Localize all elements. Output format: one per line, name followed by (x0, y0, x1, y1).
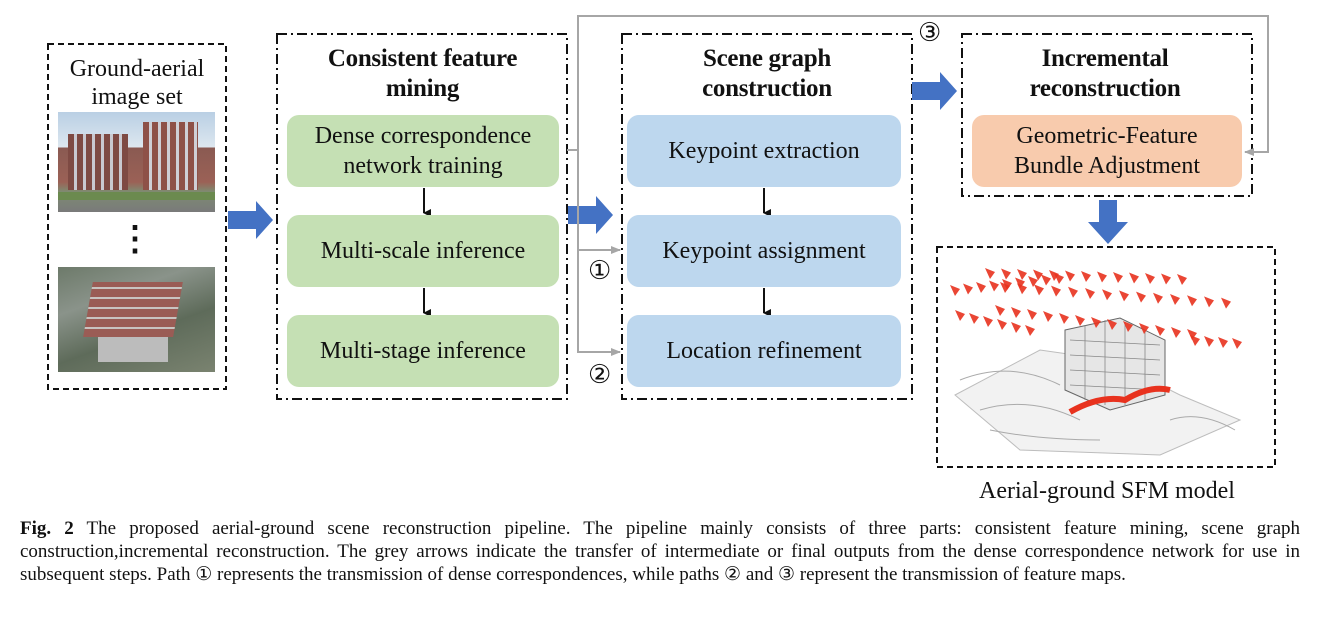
camera-frustum (1161, 273, 1171, 285)
multi-stage-inference-box: Multi-stage inference (287, 315, 559, 387)
camera-frustum (1177, 274, 1187, 285)
stage1-panel (276, 33, 568, 400)
figure-number: Fig. 2 (20, 518, 74, 539)
camera-frustum (1155, 325, 1165, 336)
camera-frustum (1065, 270, 1075, 282)
camera-frustum (1034, 284, 1044, 296)
camera-frustum (1187, 295, 1197, 307)
camera-frustum (1028, 276, 1038, 287)
camera-frustum (1011, 307, 1021, 318)
ground-photo (58, 112, 215, 212)
camera-frustum (1171, 327, 1181, 338)
camera-frustum (1027, 309, 1037, 320)
camera-frustum (997, 319, 1007, 330)
camera-frustum (1043, 311, 1053, 322)
aerial-photo (58, 267, 215, 372)
camera-frustum (1102, 289, 1112, 301)
camera-frustum (1097, 271, 1107, 283)
camera-frustum (1081, 271, 1091, 282)
stage3-panel (961, 33, 1253, 197)
camera-frustum (983, 316, 993, 327)
stage2-panel (621, 33, 913, 400)
blue-arrow-4 (1088, 200, 1128, 244)
camera-frustum (1204, 336, 1214, 347)
camera-frustum (1204, 296, 1214, 308)
camera-frustum (1145, 273, 1155, 284)
camera-frustum (1107, 319, 1117, 330)
dense-correspondence-box: Dense correspondence network training (287, 115, 559, 187)
stage2-title: Scene graph construction (702, 45, 832, 102)
camera-frustum (985, 268, 995, 279)
camera-frustum (1015, 277, 1025, 289)
output-label: Aerial-ground SFM model (979, 478, 1235, 504)
input-label: Ground-aerial image set (69, 56, 205, 110)
camera-frustum (1091, 317, 1101, 328)
camera-frustum (1017, 269, 1027, 280)
grey-path-3 (577, 15, 1269, 156)
camera-frustum (1041, 274, 1051, 286)
camera-frustum (1001, 268, 1011, 280)
camera-frustum (1221, 297, 1231, 309)
figure-caption: Fig. 2 The proposed aerial-ground scene … (20, 517, 1300, 586)
camera-frustum (1113, 272, 1123, 283)
camera-frustum (1068, 286, 1078, 298)
camera-frustum (1051, 285, 1061, 297)
camera-frustum (1075, 315, 1085, 326)
keypoint-extraction-box: Keypoint extraction (627, 115, 901, 187)
camera-frustum (1011, 322, 1021, 333)
camera-frustum (1000, 282, 1010, 293)
camera-frustum (950, 285, 960, 296)
multi-scale-inference-box: Multi-scale inference (287, 215, 559, 287)
camera-frustum (1059, 313, 1069, 324)
camera-frustum (1017, 283, 1027, 295)
camera-frustum (976, 282, 986, 293)
camera-frustum (1025, 325, 1035, 336)
ellipsis: ⋮ (118, 221, 152, 258)
camera-frustum (995, 305, 1005, 316)
camera-frustum (1139, 323, 1149, 334)
camera-frustum (1049, 270, 1059, 281)
camera-frustum (969, 313, 979, 324)
input-panel (47, 43, 227, 390)
camera-frustum (1218, 337, 1228, 348)
sfm-model-sketch (950, 268, 1242, 456)
camera-frustum (1232, 338, 1242, 349)
camera-frustum (1136, 291, 1146, 303)
camera-frustum (1190, 335, 1200, 346)
location-refinement-box: Location refinement (627, 315, 901, 387)
camera-frustum (1085, 288, 1095, 299)
bundle-adjustment-box: Geometric-Feature Bundle Adjustment (972, 115, 1242, 187)
camera-frustum (963, 283, 973, 295)
blue-arrow-1 (228, 201, 273, 239)
blue-arrow-2 (568, 196, 613, 234)
path-1-label: ① (588, 256, 612, 286)
camera-frustum (955, 310, 965, 321)
camera-frustum (1119, 290, 1129, 302)
output-panel (936, 246, 1276, 468)
camera-frustum (1033, 269, 1043, 281)
camera-frustum (1170, 294, 1180, 305)
stage3-title: Incremental reconstruction (1029, 45, 1181, 102)
camera-frustum (1002, 279, 1012, 290)
path-3-label: ③ (918, 18, 942, 48)
camera-frustum (1129, 272, 1139, 284)
blue-arrow-3 (912, 72, 957, 110)
caption-text: The proposed aerial-ground scene reconst… (20, 518, 1301, 585)
camera-frustum (1187, 329, 1197, 340)
keypoint-assignment-box: Keypoint assignment (627, 215, 901, 287)
path-2-label: ② (588, 360, 612, 390)
camera-frustum (1123, 321, 1133, 332)
camera-frustum (1153, 292, 1163, 304)
camera-frustum (989, 280, 999, 292)
stage1-title: Consistent feature mining (327, 45, 518, 102)
